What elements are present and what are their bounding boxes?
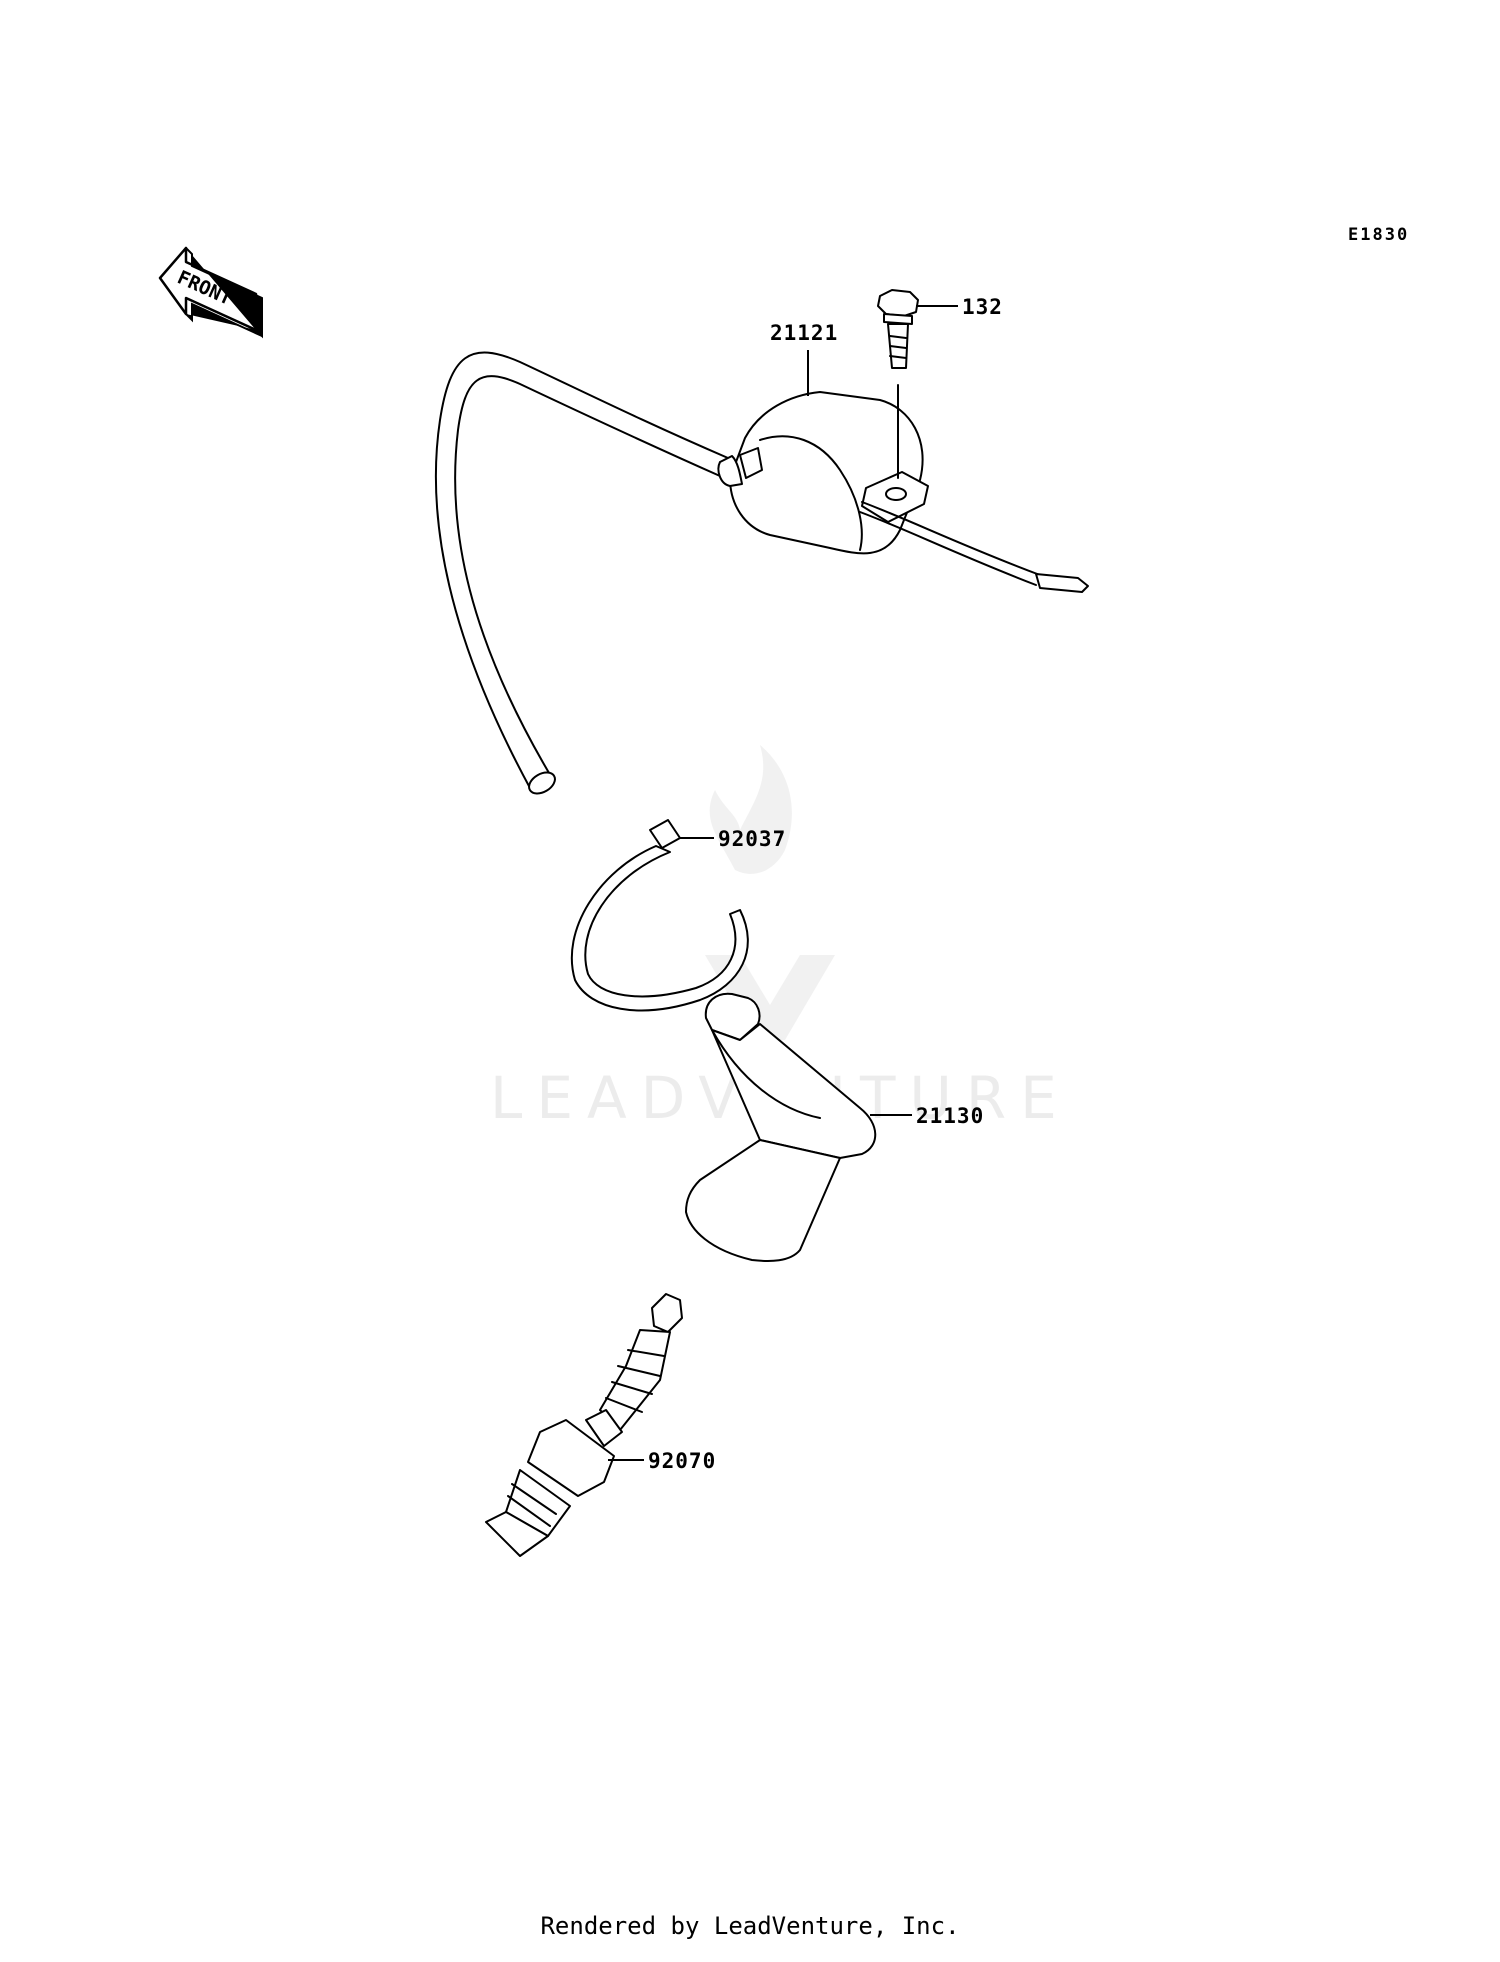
front-arrow-icon: FRONT [158, 246, 263, 339]
callout-21121: 21121 [770, 321, 838, 345]
footer-credit: Rendered by LeadVenture, Inc. [540, 1912, 960, 1940]
callout-132: 132 [962, 295, 1003, 319]
leader-lines [608, 305, 958, 1461]
ignition-coil-lead [434, 351, 729, 795]
watermark-logo-icon [705, 745, 835, 1040]
cable-tie [570, 819, 749, 1012]
diagram-code: E1830 [1348, 225, 1409, 245]
callout-92037: 92037 [718, 827, 786, 851]
bolt [877, 289, 919, 479]
spark-plug [485, 1293, 683, 1557]
callout-92070: 92070 [648, 1449, 716, 1473]
callout-21130: 21130 [916, 1104, 984, 1128]
spark-plug-cap [685, 992, 877, 1262]
ignition-coil [717, 391, 1089, 593]
